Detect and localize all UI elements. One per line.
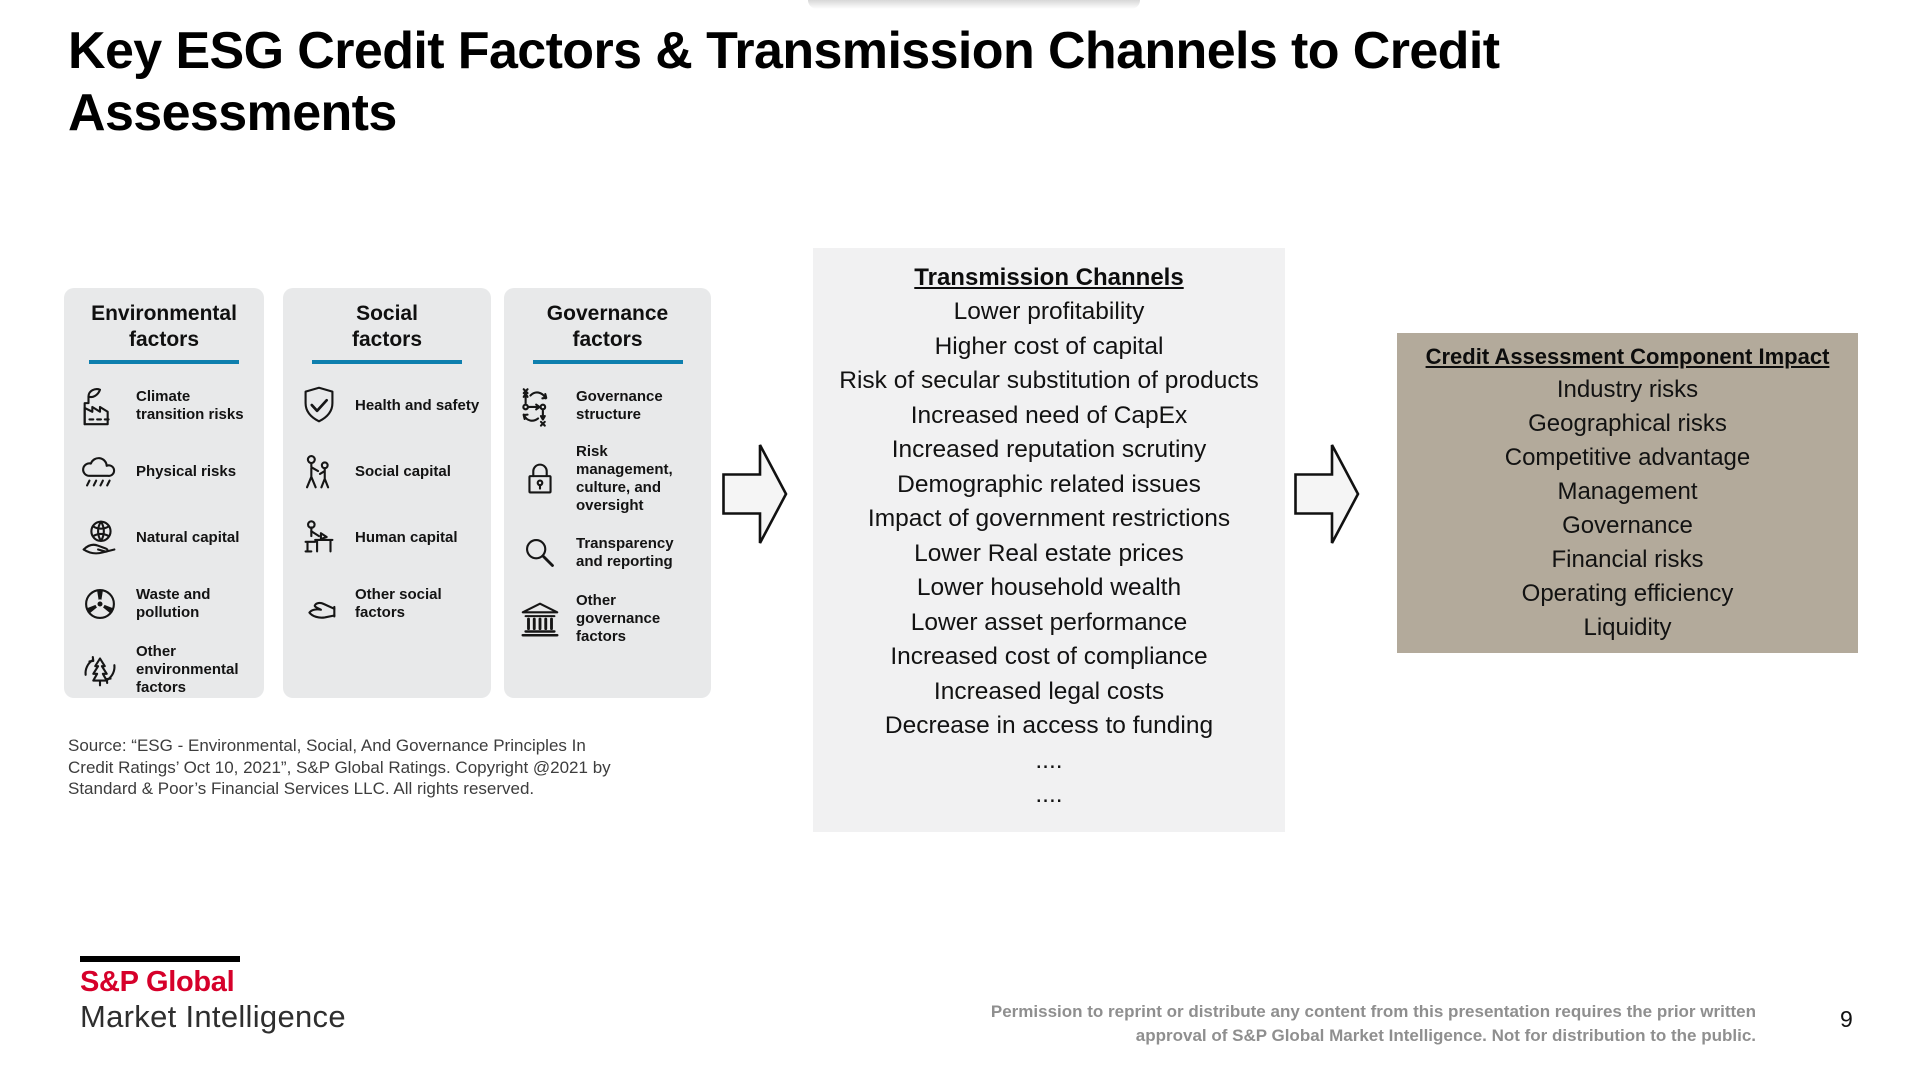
factor-item: Waste and pollution (64, 575, 264, 632)
social-factors-box: Social factors Health and safety Social … (283, 288, 491, 698)
credit-assessment-item: Financial risks (1551, 546, 1704, 573)
people-icon (296, 449, 342, 495)
org-structure-icon (517, 383, 563, 429)
transmission-channel-item: Risk of secular substitution of products (839, 367, 1259, 394)
transmission-channels-box: Transmission Channels Lower profitabilit… (813, 248, 1285, 832)
factor-item-label: Governance structure (576, 387, 663, 423)
blue-divider (89, 360, 239, 364)
transmission-channel-item: Increased cost of compliance (890, 643, 1208, 670)
transmission-channel-item: Increased need of CapEx (910, 401, 1188, 429)
person-desk-icon (296, 515, 342, 561)
social-factors-heading: Social factors (351, 302, 423, 351)
factor-item: Other environmental factors (64, 641, 264, 698)
logo-top-bar (80, 956, 240, 962)
padlock-icon (517, 456, 563, 502)
factor-item: Governance structure (504, 377, 711, 434)
permission-footnote: Permission to reprint or distribute any … (990, 1002, 1756, 1045)
factor-item-label: Natural capital (136, 528, 240, 546)
factor-item-label: Risk management, culture, and oversight (576, 443, 673, 514)
governance-factors-box: Governance factors Governance structure … (504, 288, 711, 698)
page-number: 9 (1840, 1006, 1853, 1032)
flow-arrow-icon (722, 444, 788, 544)
blue-divider (532, 360, 683, 364)
factor-item: Other governance factors (504, 590, 711, 647)
flow-arrow-icon (1294, 444, 1360, 544)
environmental-factors-box: Environmental factors Climate transition… (64, 288, 264, 698)
transmission-channel-item: Lower Real estate prices (914, 539, 1184, 567)
shield-check-icon (296, 383, 342, 429)
magnifier-icon (517, 530, 563, 576)
transmission-channel-item: Increased reputation scrutiny (891, 436, 1207, 463)
factor-item-label: Transparency and reporting (576, 534, 674, 570)
factor-item-label: Other social factors (355, 585, 442, 621)
page-title: Key ESG Credit Factors & Transmission Ch… (68, 22, 1500, 142)
transmission-channel-item: .... (1035, 781, 1063, 808)
top-shadow-bar (808, 0, 1140, 9)
factor-item: Natural capital (64, 509, 264, 566)
credit-assessment-item: Governance (1562, 512, 1693, 539)
factor-item: Physical risks (64, 443, 264, 500)
factor-item: Health and safety (283, 377, 491, 434)
sp-global-logo: S&P Global (80, 966, 235, 998)
factor-item-label: Other environmental factors (136, 642, 239, 696)
factor-item-label: Health and safety (355, 396, 480, 414)
environmental-factors-heading: Environmental factors (91, 302, 237, 351)
transmission-channels-heading: Transmission Channels (914, 264, 1184, 291)
market-intelligence-logo-text: Market Intelligence (80, 999, 346, 1034)
factory-leaf-icon (77, 383, 123, 429)
credit-assessment-item: Operating efficiency (1521, 580, 1734, 607)
transmission-channel-item: Decrease in access to funding (884, 712, 1214, 739)
governance-factors-heading: Governance factors (546, 302, 669, 351)
factor-item: Transparency and reporting (504, 524, 711, 581)
transmission-channel-item: Impact of government restrictions (867, 505, 1231, 532)
factor-item-label: Physical risks (136, 462, 237, 480)
transmission-channel-item: Demographic related issues (897, 470, 1201, 498)
factor-item-label: Social capital (355, 462, 451, 480)
factor-item: Human capital (283, 509, 491, 566)
factor-item-label: Other governance factors (576, 591, 661, 645)
transmission-channel-item: .... (1035, 746, 1063, 774)
factor-item: Risk management, culture, and oversight (504, 443, 711, 515)
credit-assessment-item: Management (1557, 478, 1698, 505)
credit-assessment-item: Liquidity (1583, 614, 1672, 641)
transmission-channel-item: Lower household wealth (916, 574, 1182, 601)
factor-item: Social capital (283, 443, 491, 500)
transmission-channel-item: Increased legal costs (933, 677, 1165, 705)
bank-icon (517, 596, 563, 642)
source-note: Source: “ESG - Environmental, Social, An… (68, 736, 611, 798)
globe-hand-icon (77, 515, 123, 561)
credit-assessment-heading: Credit Assessment Component Impact (1425, 344, 1830, 369)
credit-assessment-box: Credit Assessment Component Impact Indus… (1397, 333, 1858, 653)
rain-cloud-icon (77, 449, 123, 495)
factor-item-label: Climate transition risks (136, 387, 244, 423)
credit-assessment-item: Competitive advantage (1504, 444, 1751, 471)
tree-recycle-icon (77, 647, 123, 693)
credit-assessment-item: Industry risks (1556, 376, 1699, 403)
radiation-icon (77, 581, 123, 627)
factor-item: Other social factors (283, 575, 491, 632)
blue-divider (312, 360, 462, 364)
factor-item: Climate transition risks (64, 377, 264, 434)
transmission-channel-item: Lower profitability (953, 298, 1145, 325)
factor-item-label: Waste and pollution (136, 585, 211, 621)
factor-item-label: Human capital (355, 528, 458, 546)
credit-assessment-item: Geographical risks (1528, 410, 1727, 437)
transmission-channel-item: Higher cost of capital (934, 332, 1164, 360)
transmission-channel-item: Lower asset performance (910, 608, 1188, 636)
giving-hand-icon (296, 581, 342, 627)
